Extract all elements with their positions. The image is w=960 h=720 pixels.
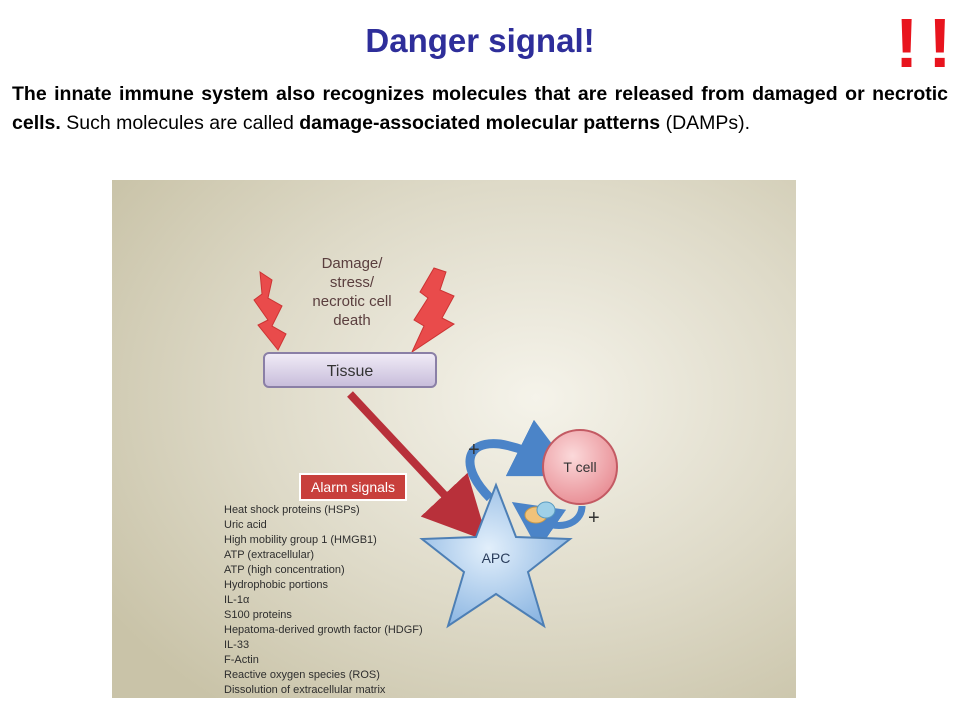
slide-title: Danger signal! bbox=[365, 22, 595, 59]
t-cell-label: T cell bbox=[563, 459, 596, 475]
alarm-signals-box bbox=[299, 473, 407, 501]
receptor-blue-icon bbox=[536, 501, 556, 519]
alarm-item: ATP (high concentration) bbox=[224, 564, 345, 576]
damage-label-line-2: stress/ bbox=[330, 274, 375, 291]
tissue-to-apc-arrow bbox=[347, 391, 488, 542]
apc-star bbox=[419, 482, 573, 629]
alarm-item: Dissolution of extracellular matrix bbox=[224, 684, 386, 696]
alarm-item: High mobility group 1 (HMGB1) bbox=[224, 534, 377, 546]
t-cell-circle bbox=[542, 429, 618, 505]
danger-signal-figure: Damage/ stress/ necrotic cell death Tiss… bbox=[112, 180, 796, 698]
tissue-label: Tissue bbox=[327, 363, 374, 380]
left-lightning-bolt-icon bbox=[253, 271, 287, 351]
alarm-item: Reactive oxygen species (ROS) bbox=[224, 669, 380, 681]
damage-label-line-4: death bbox=[333, 312, 371, 329]
alarm-item: F-Actin bbox=[224, 654, 259, 666]
plus-sign-bottom: + bbox=[588, 507, 600, 529]
diagram-svg: Damage/ stress/ necrotic cell death Tiss… bbox=[112, 180, 796, 698]
alarm-item: IL-1α bbox=[224, 594, 250, 606]
alarm-item: Uric acid bbox=[224, 519, 267, 531]
tissue-box bbox=[263, 352, 437, 388]
exclamation-marks: !! bbox=[895, 4, 960, 82]
alarm-item: S100 proteins bbox=[224, 609, 292, 621]
intro-plain-2: (DAMPs). bbox=[660, 112, 751, 134]
alarm-item: ATP (extracellular) bbox=[224, 549, 314, 561]
right-lightning-bolt-icon bbox=[410, 267, 455, 354]
apc-to-tcell-arrow bbox=[465, 419, 577, 502]
alarm-item: Hepatoma-derived growth factor (HDGF) bbox=[224, 624, 423, 636]
damage-label-line-3: necrotic cell bbox=[312, 293, 391, 310]
alarm-item: IL-33 bbox=[224, 639, 249, 651]
alarm-signals-label: Alarm signals bbox=[311, 479, 395, 495]
alarm-signal-list: Heat shock proteins (HSPs) Uric acid Hig… bbox=[224, 504, 423, 696]
intro-bold-1: The innate immune system also recognizes… bbox=[12, 83, 948, 134]
intro-bold-2: damage-associated molecular patterns bbox=[299, 112, 661, 134]
plus-sign-top: + bbox=[468, 439, 480, 461]
intro-plain-1: Such molecules are called bbox=[60, 112, 300, 134]
apc-label: APC bbox=[482, 550, 511, 566]
damage-label-line-1: Damage/ bbox=[322, 255, 384, 272]
intro-paragraph: The innate immune system also recognizes… bbox=[12, 80, 948, 138]
alarm-item: Heat shock proteins (HSPs) bbox=[224, 504, 360, 516]
alarm-item: Hydrophobic portions bbox=[224, 579, 328, 591]
